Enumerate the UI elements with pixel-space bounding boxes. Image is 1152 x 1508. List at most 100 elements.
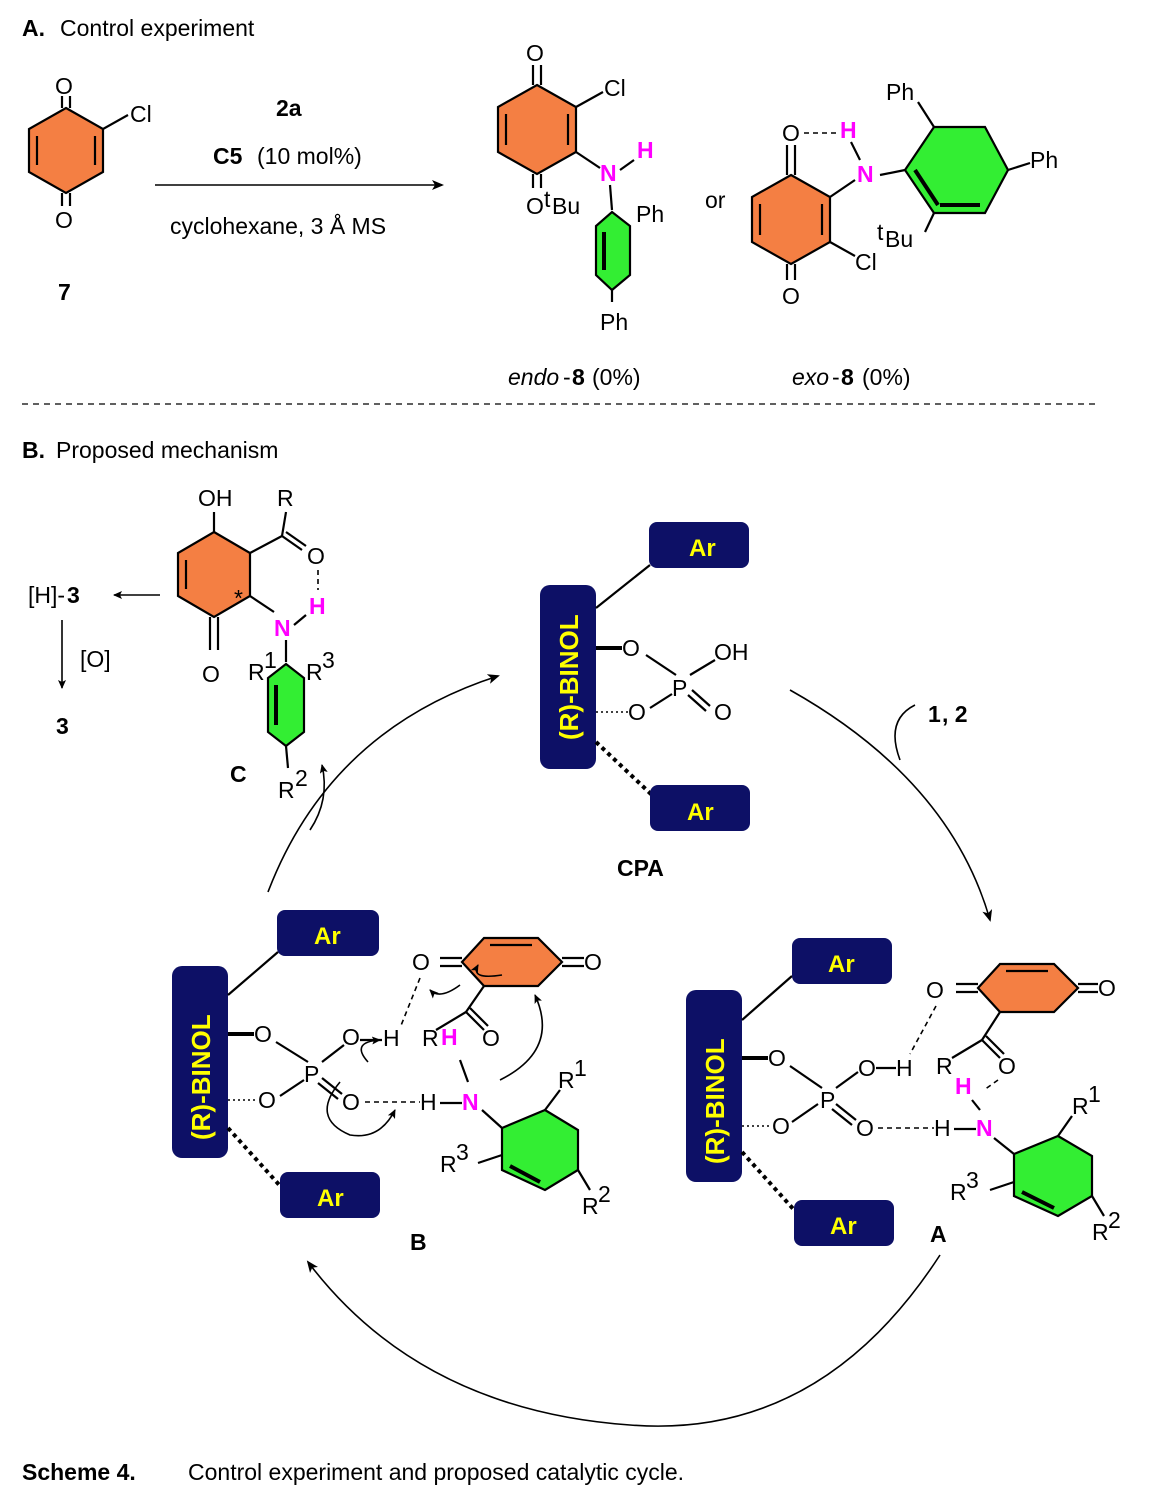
svg-text:H: H	[637, 137, 654, 163]
svg-text:Bu: Bu	[552, 193, 580, 219]
svg-text:Ar: Ar	[687, 799, 714, 826]
svg-text:-: -	[832, 364, 840, 390]
svg-text:t: t	[544, 186, 551, 212]
svg-text:endo: endo	[508, 364, 559, 390]
svg-text:P: P	[820, 1087, 835, 1113]
exo-8-label: exo - 8 (0%)	[792, 364, 911, 390]
svg-text:Control experiment and propose: Control experiment and proposed catalyti…	[188, 1459, 684, 1485]
svg-text:H: H	[840, 117, 857, 143]
svg-text:2: 2	[1108, 1207, 1121, 1233]
svg-text:R: R	[582, 1193, 599, 1219]
svg-text:O: O	[782, 120, 800, 146]
binol-label: (R)-BINOL	[554, 614, 584, 740]
svg-text:P: P	[304, 1061, 319, 1087]
svg-text:O: O	[858, 1055, 876, 1081]
svg-text:Scheme 4.: Scheme 4.	[22, 1459, 136, 1485]
svg-text:O: O	[926, 977, 944, 1003]
svg-text:Proposed mechanism: Proposed mechanism	[56, 437, 278, 463]
svg-text:Ar: Ar	[314, 923, 341, 950]
svg-text:O: O	[254, 1021, 272, 1047]
svg-text:R: R	[1072, 1093, 1089, 1119]
svg-text:H: H	[441, 1024, 458, 1050]
svg-text:O: O	[584, 949, 602, 975]
product-path: [H]- 3 [O] 3	[28, 582, 160, 739]
svg-text:O: O	[526, 40, 544, 66]
svg-text:H: H	[896, 1055, 913, 1081]
svg-text:N: N	[857, 161, 874, 187]
svg-text:Cl: Cl	[130, 101, 152, 127]
svg-text:2: 2	[598, 1181, 611, 1207]
svg-text:t: t	[877, 219, 884, 245]
svg-text:Ar: Ar	[828, 951, 855, 978]
svg-text:1: 1	[928, 701, 941, 727]
svg-text:N: N	[976, 1115, 993, 1141]
intermediate-b-structure: (R)-BINOL Ar O P O H O O Ar H N H R 1 R	[172, 910, 611, 1255]
svg-text:H: H	[383, 1025, 400, 1051]
cpa-label: CPA	[617, 855, 664, 881]
svg-text:(0%): (0%)	[592, 364, 641, 390]
svg-text:Cl: Cl	[855, 249, 877, 275]
svg-text:Ar: Ar	[830, 1213, 857, 1240]
svg-text:Bu: Bu	[885, 226, 913, 252]
intermediate-b-label: B	[410, 1229, 427, 1255]
svg-text:O: O	[1098, 975, 1116, 1001]
svg-text:O: O	[782, 283, 800, 309]
svg-text:O: O	[628, 699, 646, 725]
svg-text:Ph: Ph	[886, 79, 914, 105]
svg-text:O: O	[714, 699, 732, 725]
svg-text:R: R	[950, 1179, 967, 1205]
svg-text:Ph: Ph	[600, 309, 628, 335]
svg-text:OH: OH	[714, 639, 749, 665]
svg-text:O: O	[856, 1115, 874, 1141]
svg-text:H: H	[934, 1115, 951, 1141]
reagents-label: 1 , 2	[894, 701, 968, 761]
svg-text:O: O	[55, 73, 73, 99]
intermediate-c-label: C	[230, 761, 247, 787]
svg-text:1: 1	[574, 1055, 587, 1081]
ar-box-bottom	[650, 785, 750, 831]
svg-text:P: P	[672, 675, 687, 701]
svg-text:R: R	[1092, 1219, 1109, 1245]
svg-text:3: 3	[56, 713, 69, 739]
intermediate-a-label: A	[930, 1221, 947, 1247]
svg-text:H: H	[955, 1073, 972, 1099]
svg-text:exo: exo	[792, 364, 829, 390]
svg-text:O: O	[342, 1089, 360, 1115]
svg-text:Ph: Ph	[1030, 147, 1058, 173]
svg-text:O: O	[342, 1024, 360, 1050]
svg-text:[O]: [O]	[80, 646, 111, 672]
svg-text:-: -	[563, 364, 571, 390]
cycle-arrows	[267, 674, 993, 1427]
compound-7-structure: O O Cl 7	[27, 73, 152, 305]
svg-text:B.: B.	[22, 437, 45, 463]
svg-text:O: O	[526, 193, 544, 219]
svg-text:R: R	[248, 659, 265, 685]
reaction-arrow: 2a C5 (10 mol%) cyclohexane, 3 Å MS	[155, 95, 444, 239]
svg-text:Ar: Ar	[689, 535, 716, 562]
svg-text:N: N	[462, 1089, 479, 1115]
or-label: or	[705, 187, 726, 213]
svg-text:, 2: , 2	[942, 701, 968, 727]
svg-text:(R)-BINOL: (R)-BINOL	[700, 1038, 730, 1164]
svg-text:3: 3	[456, 1139, 469, 1165]
svg-text:3: 3	[322, 647, 335, 673]
section-b-header: B. Proposed mechanism	[22, 437, 278, 463]
svg-text:O: O	[55, 207, 73, 233]
svg-text:1: 1	[1088, 1081, 1101, 1107]
svg-text:Ph: Ph	[636, 201, 664, 227]
svg-text:R: R	[936, 1053, 953, 1079]
svg-text:O: O	[258, 1087, 276, 1113]
ar-box-top	[649, 522, 749, 568]
svg-text:O: O	[998, 1053, 1016, 1079]
svg-text:1: 1	[264, 647, 277, 673]
endo-8-structure: O O t Bu Cl N H Ph Ph	[496, 40, 664, 335]
svg-text:2: 2	[295, 765, 308, 791]
svg-text:cyclohexane, 3 Å MS: cyclohexane, 3 Å MS	[170, 212, 386, 239]
svg-text:H: H	[420, 1089, 437, 1115]
svg-text:A.: A.	[22, 15, 45, 41]
compound-7-label: 7	[58, 279, 71, 305]
svg-text:(0%): (0%)	[862, 364, 911, 390]
svg-text:O: O	[412, 949, 430, 975]
intermediate-a-structure: (R)-BINOL Ar O P O H O O Ar H N H R 1 R	[686, 938, 1121, 1247]
